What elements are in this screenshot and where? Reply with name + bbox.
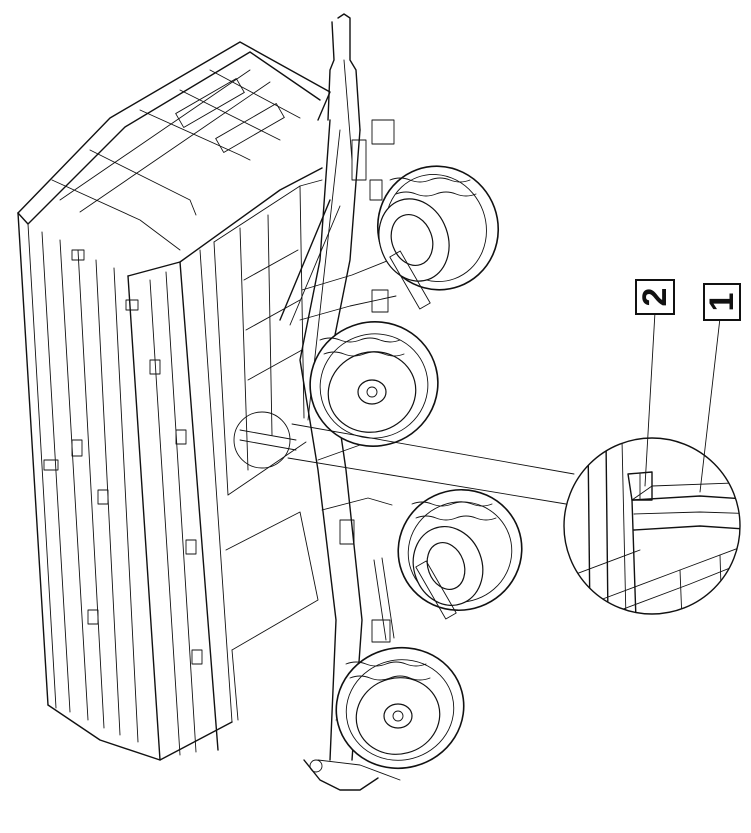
wheel-front-upper [376,165,500,310]
callout-2-label: 2 [636,288,674,307]
callout-1: 1 [703,283,741,321]
detail-marker [233,411,575,505]
wheel-front-lower [309,321,439,447]
detail-magnifier [563,437,741,615]
roof-straps [51,69,301,251]
callout-leaders [644,311,721,493]
callout-2: 2 [635,279,675,315]
callout-1-label: 1 [703,293,741,312]
trailer-body [17,41,331,761]
tire-treads [319,177,497,681]
wheel-rear-lower [335,646,465,770]
side-panel-clamps [43,249,203,665]
